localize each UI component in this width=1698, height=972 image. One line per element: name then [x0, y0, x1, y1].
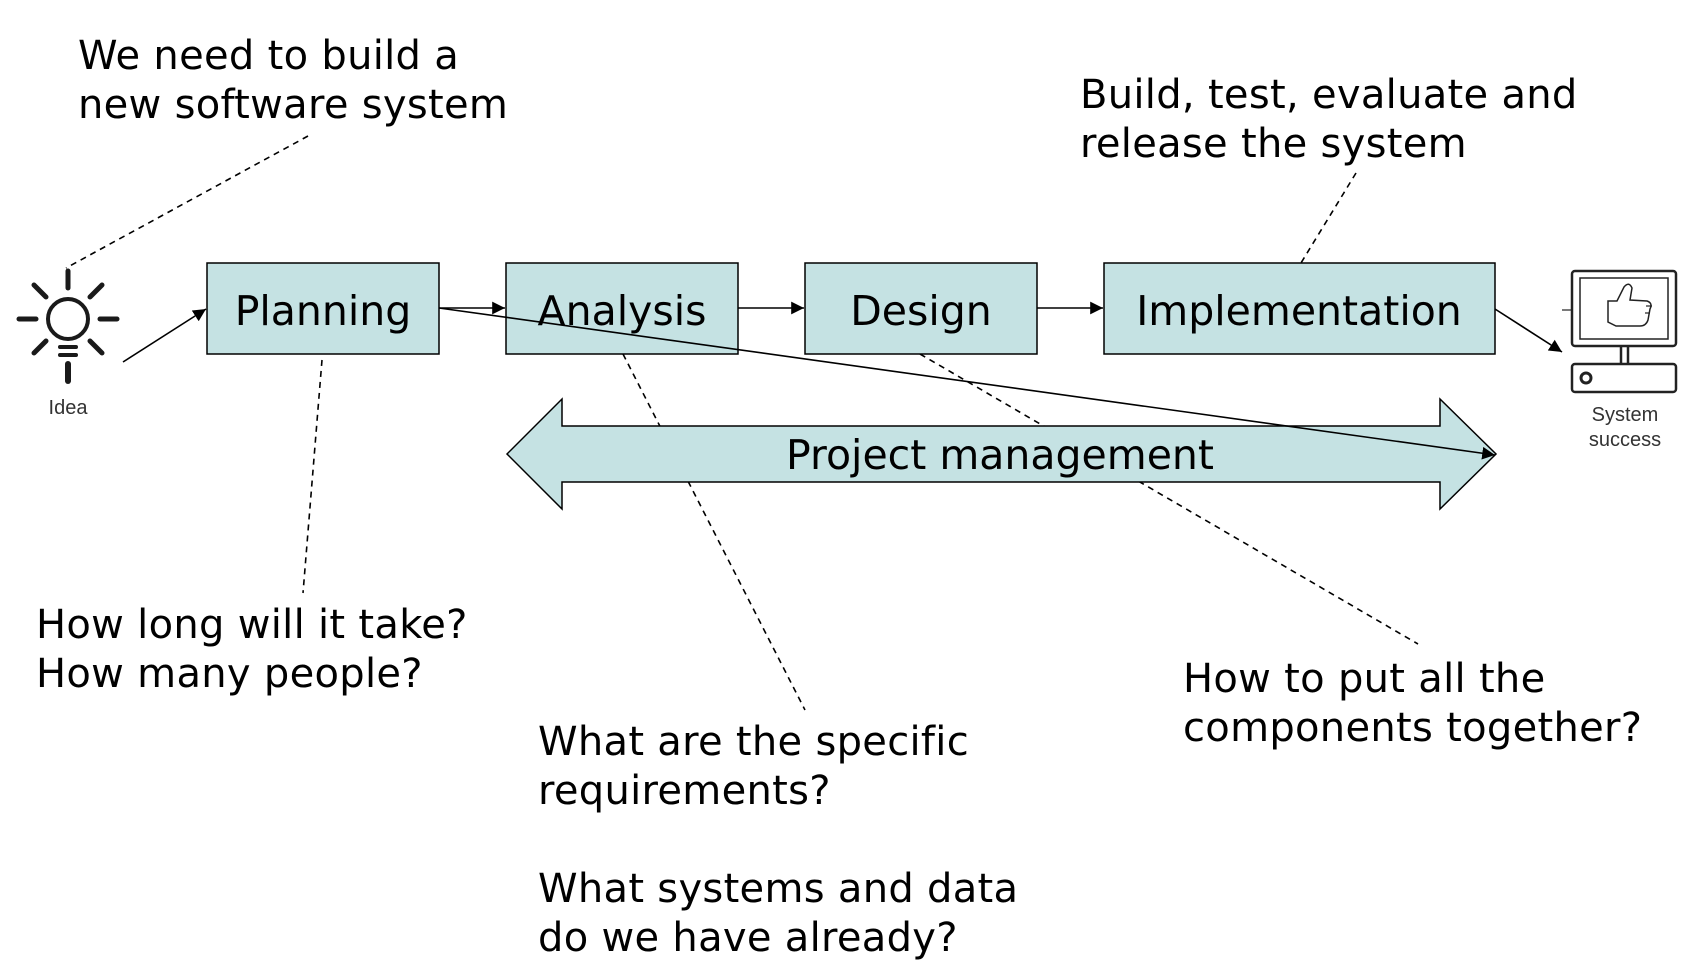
analysis-note: What are the specific requirements? What… — [538, 718, 1018, 963]
implementation-note-line1: Build, test, evaluate and — [1080, 72, 1578, 118]
implementation-note: Build, test, evaluate and release the sy… — [1080, 71, 1578, 169]
success-label-line2: success — [1589, 429, 1661, 451]
stage-design: Design — [850, 287, 992, 335]
implementation-box — [1103, 262, 1496, 355]
lightbulb-icon — [16, 268, 120, 384]
idea-label: Idea — [49, 397, 89, 419]
idea-leader — [65, 135, 309, 269]
design-leader — [919, 353, 1419, 645]
planning-note-line1: How long will it take? — [36, 602, 468, 648]
analysis-note-line2: requirements? — [538, 768, 831, 814]
success-label-line1: System — [1592, 404, 1659, 426]
analysis-note-line3: What systems and data — [538, 866, 1019, 912]
idea-note-line2: new software system — [78, 82, 509, 128]
leader-lines — [65, 135, 1419, 711]
planning-note-line2: How many people? — [36, 651, 423, 697]
analysis-leader — [622, 353, 806, 711]
idea-to-planning-arrow — [122, 308, 207, 363]
idea-note-line1: We need to build a — [78, 33, 460, 79]
analysis-note-line4: do we have already? — [538, 915, 958, 961]
design-box — [804, 262, 1038, 355]
idea-note: We need to build a new software system — [78, 32, 508, 130]
project-management-arrow — [505, 397, 1498, 511]
flow-arrows — [122, 301, 1563, 460]
computer-thumbs-up-icon — [1562, 269, 1678, 394]
planning-leader — [302, 359, 323, 594]
stage-planning: Planning — [235, 287, 412, 335]
project-management-label: Project management — [786, 431, 1214, 479]
analysis-box — [505, 262, 739, 355]
planning-box — [206, 262, 440, 355]
analysis-note-line1: What are the specific — [538, 719, 970, 765]
stage-implementation: Implementation — [1136, 287, 1462, 335]
implementation-to-success-arrow — [1494, 308, 1563, 353]
design-note: How to put all the components together? — [1183, 655, 1642, 753]
design-note-line2: components together? — [1183, 705, 1643, 751]
design-note-line1: How to put all the — [1183, 656, 1546, 702]
implementation-note-line2: release the system — [1080, 121, 1467, 167]
planning-note: How long will it take? How many people? — [36, 601, 468, 699]
stage-analysis: Analysis — [538, 287, 707, 335]
planning-to-pm-arrow — [438, 307, 1496, 460]
implementation-leader — [1300, 172, 1357, 264]
